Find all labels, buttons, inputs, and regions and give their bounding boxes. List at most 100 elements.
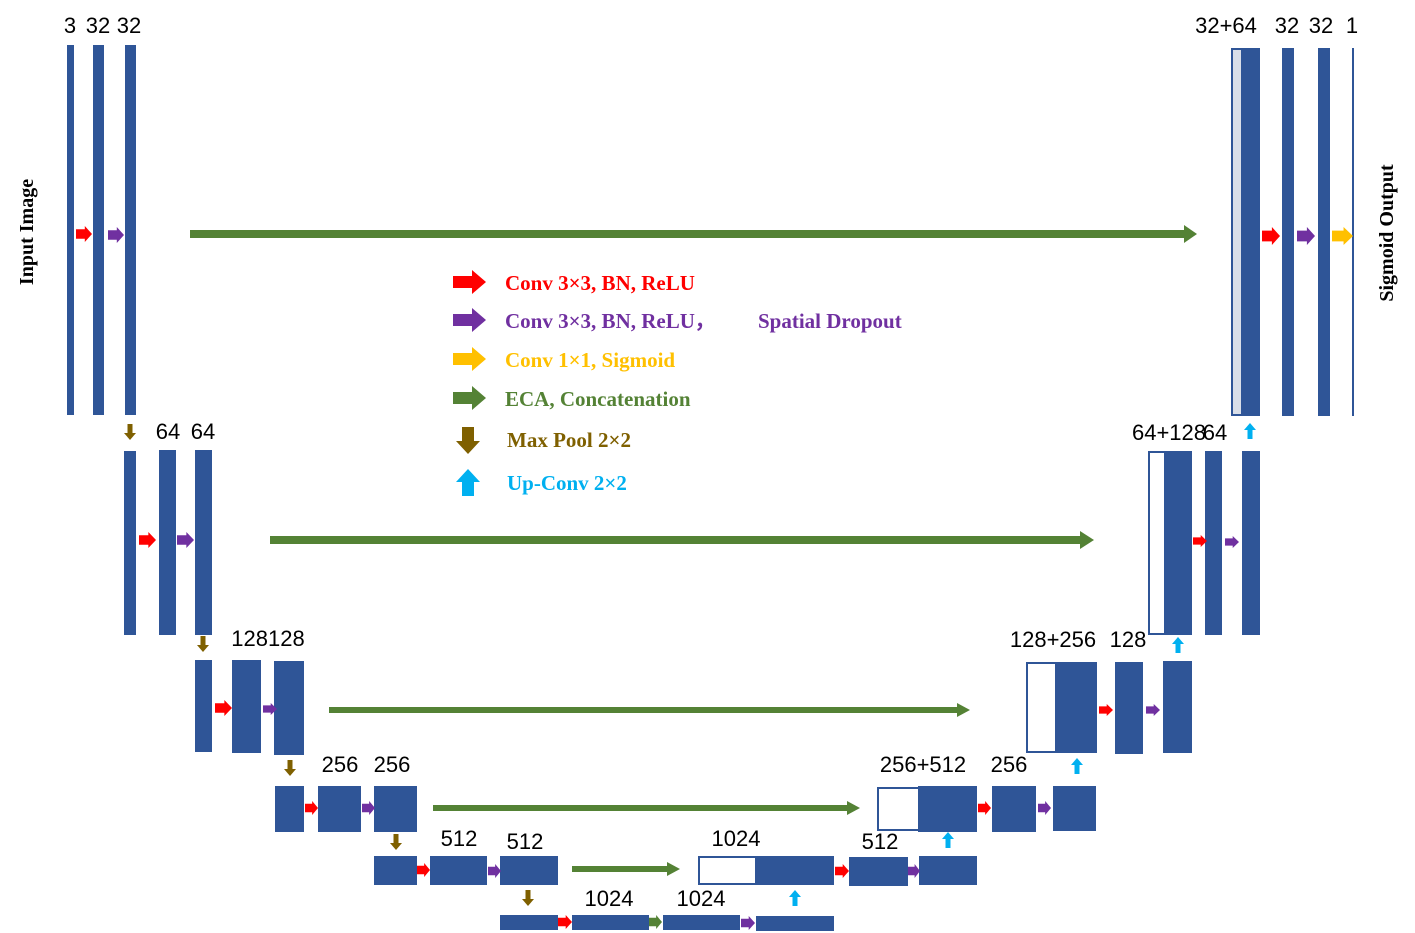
dec1-block-b (1318, 48, 1330, 416)
label-dec1-b: 32 (1309, 13, 1333, 38)
dec2-concat-skip (1148, 451, 1166, 635)
legend-item-conv-dropout: Conv 3×3, BN, ReLU，Spatial Dropout (453, 308, 902, 333)
conv-arrow-enc3 (215, 700, 232, 716)
dec1-concat-up (1242, 48, 1260, 416)
sigmoid-output-label: Sigmoid Output (1376, 164, 1398, 302)
dec4-block-b (1053, 786, 1096, 831)
dec4-concat-up (918, 786, 977, 832)
dec5-block-b (919, 856, 977, 885)
label-enc2-b: 64 (191, 419, 215, 444)
decoder-level-3: 128+256 128 (1010, 627, 1192, 754)
label-dec2-a: 64 (1203, 420, 1227, 445)
conv-arrow-dec1 (1262, 227, 1280, 245)
maxpool-arrow-5 (522, 890, 534, 906)
conv-arrow-dec2 (1193, 535, 1207, 547)
enc5-block-a (430, 856, 487, 885)
purple-arrow-icon (453, 308, 486, 332)
enc3-block-b (274, 661, 304, 755)
label-output: 1 (1346, 13, 1358, 38)
decoder-level-5: 1024 512 (698, 826, 977, 886)
label-enc1-a: 32 (86, 13, 110, 38)
dec3-concat-skip (1026, 662, 1057, 753)
maxpool-arrow-2 (197, 636, 209, 652)
decoder-level-2: 64+128 64 (1132, 420, 1260, 635)
maxpool-arrow-4 (390, 834, 402, 850)
label-dec5-concat: 1024 (712, 826, 761, 851)
encoder-level-5: 512 512 (374, 826, 558, 885)
decoder-level-4: 256+512 256 (877, 752, 1096, 832)
enc2-block-b (195, 450, 212, 635)
dec4-concat-skip (877, 787, 921, 831)
dropout-arrow-dec4 (1038, 801, 1051, 815)
upconv-arrow-5 (942, 832, 954, 848)
enc5-pooled (374, 856, 417, 885)
legend-item-conv-sigmoid: Conv 1×1, Sigmoid (453, 347, 675, 372)
eca-arrow-bottleneck (649, 915, 662, 929)
dec3-block-a (1115, 662, 1143, 754)
dropout-arrow-enc4 (362, 801, 375, 815)
conv-arrow-dec3 (1099, 704, 1113, 716)
enc5-block-b (500, 856, 558, 885)
dropout-arrow-enc2 (177, 532, 194, 548)
enc3-pooled (195, 660, 212, 752)
decoder-level-1: 32+64 32 32 1 (1195, 13, 1358, 416)
label-dec4-a: 256 (991, 752, 1028, 777)
conv-arrow-enc2 (139, 532, 156, 548)
brown-down-arrow-icon (456, 427, 480, 454)
conv-arrow-enc5 (417, 863, 430, 877)
legend-up-conv-text: Up-Conv 2×2 (507, 471, 627, 495)
skip-arrowhead-level-4 (847, 801, 860, 815)
upconv-arrow-bottleneck (789, 890, 801, 906)
label-enc2-a: 64 (156, 419, 180, 444)
dec3-block-b (1163, 661, 1192, 753)
label-enc1-input: 3 (64, 13, 76, 38)
encoder-level-1: 3 32 32 (64, 13, 141, 415)
dropout-arrow-dec5 (908, 864, 920, 878)
label-enc4-a: 256 (322, 752, 359, 777)
label-enc5-b: 512 (507, 829, 544, 854)
dec2-concat-up (1164, 451, 1192, 635)
operation-arrows (76, 226, 1353, 930)
dec1-block-a (1282, 48, 1294, 416)
dropout-arrow-enc3 (263, 703, 277, 715)
legend: Conv 3×3, BN, ReLU Conv 3×3, BN, ReLU，Sp… (453, 270, 902, 496)
skip-connections (190, 225, 1197, 876)
skip-arrowhead-level-1 (1184, 225, 1197, 243)
label-dec1-concat: 32+64 (1195, 13, 1257, 38)
upconv-arrow-2 (1244, 423, 1256, 439)
dec2-block-a (1205, 451, 1222, 635)
legend-item-eca-concat: ECA, Concatenation (453, 386, 691, 411)
maxpool-arrow-1 (124, 424, 136, 440)
legend-conv-dropout-part-a: Conv 3×3, BN, ReLU， (505, 309, 716, 333)
enc4-block-a (318, 786, 361, 832)
legend-conv-bn-relu-text: Conv 3×3, BN, ReLU (505, 271, 695, 295)
conv-arrow-bottleneck (558, 915, 572, 929)
enc1-block-b (125, 45, 136, 415)
output-map (1352, 48, 1354, 416)
label-dec5-a: 512 (862, 829, 899, 854)
label-dec4-concat: 256+512 (880, 752, 966, 777)
legend-item-max-pool: Max Pool 2×2 (456, 427, 631, 454)
green-arrow-icon (453, 386, 486, 410)
label-dec3-concat: 128+256 (1010, 627, 1096, 652)
skip-arrowhead-level-3 (957, 703, 970, 717)
dec4-block-a (992, 786, 1036, 832)
enc4-pooled (275, 786, 304, 832)
dropout-arrow-dec2 (1225, 536, 1239, 548)
maxpool-arrow-3 (284, 760, 296, 776)
dropout-arrow-enc5 (488, 864, 501, 878)
yellow-arrow-icon (453, 347, 486, 371)
enc1-block-a (93, 45, 104, 415)
skip-arrowhead-level-2 (1080, 531, 1094, 549)
bottleneck-block-b (663, 915, 740, 930)
sigmoid-arrow-dec1 (1332, 227, 1353, 245)
enc2-pooled (124, 451, 136, 635)
legend-item-up-conv: Up-Conv 2×2 (456, 469, 627, 496)
dec5-concat-up (755, 856, 834, 885)
bottleneck-block-a (572, 915, 649, 930)
label-bottleneck-a: 1024 (585, 886, 634, 911)
bottleneck: 1024 1024 (500, 886, 834, 931)
label-enc4-b: 256 (374, 752, 411, 777)
upconv-arrow-3 (1172, 637, 1184, 653)
